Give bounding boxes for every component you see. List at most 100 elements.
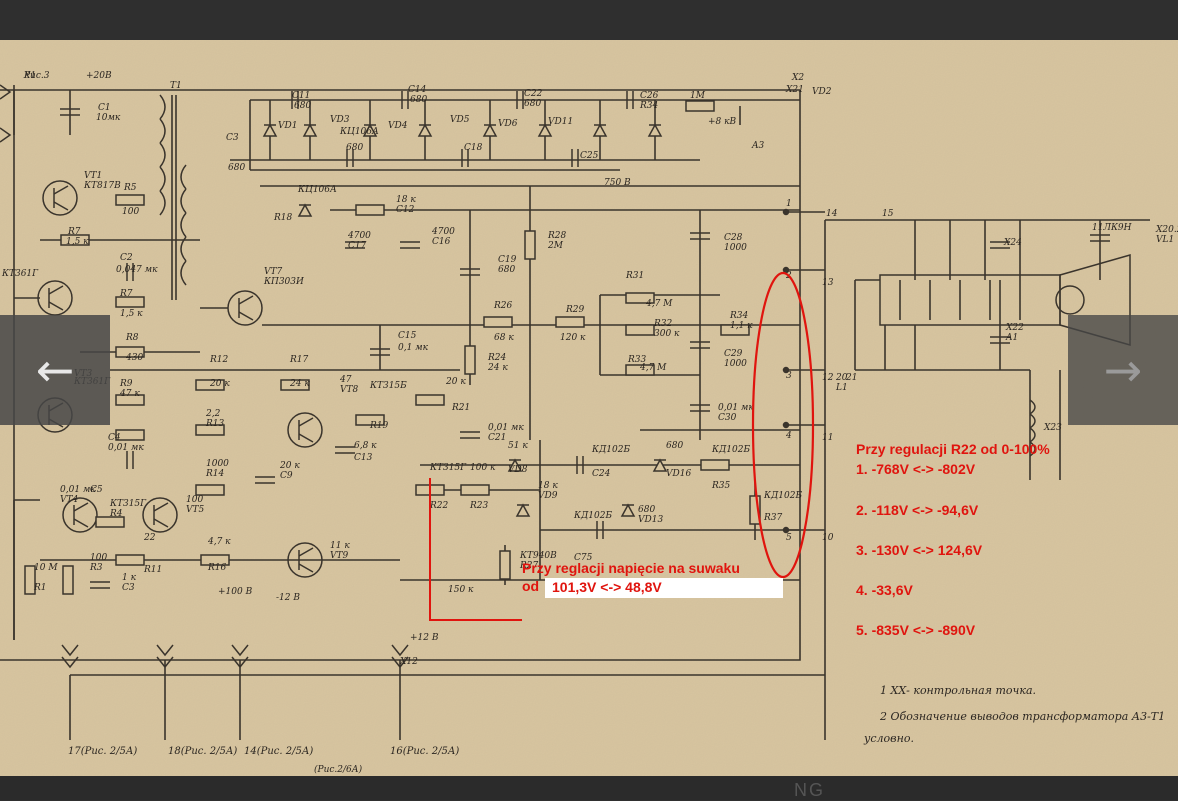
svg-text:6,8 к: 6,8 к — [354, 441, 377, 451]
svg-text:C11: C11 — [292, 91, 310, 101]
svg-text:1,5 к: 1,5 к — [120, 309, 143, 319]
svg-text:VT5: VT5 — [186, 505, 205, 515]
svg-text:14(Рис. 2/5А): 14(Рис. 2/5А) — [244, 746, 313, 757]
slider-annotation-line2: od — [522, 578, 540, 594]
svg-text:C3: C3 — [122, 583, 135, 593]
next-image-button[interactable]: → — [1068, 315, 1178, 425]
svg-text:R8: R8 — [125, 333, 139, 343]
svg-text:0,01 мк: 0,01 мк — [718, 403, 754, 413]
svg-text:C3: C3 — [226, 133, 239, 143]
svg-text:R34: R34 — [639, 101, 659, 111]
svg-text:КТ361Г: КТ361Г — [1, 269, 39, 279]
svg-text:680: 680 — [228, 163, 245, 173]
svg-text:VD4: VD4 — [388, 121, 408, 131]
svg-text:R7: R7 — [119, 289, 133, 299]
svg-text:4: 4 — [785, 431, 792, 441]
svg-text:C13: C13 — [354, 453, 373, 463]
svg-text:КД102Б: КД102Б — [763, 491, 802, 501]
svg-text:17(Рис. 2/5А): 17(Рис. 2/5А) — [68, 746, 137, 757]
svg-text:КТ817В: КТ817В — [83, 181, 121, 191]
svg-text:2,2: 2,2 — [205, 409, 221, 419]
svg-text:C25: C25 — [580, 151, 599, 161]
svg-text:VT1: VT1 — [84, 171, 102, 181]
svg-text:R17: R17 — [289, 355, 309, 365]
svg-text:R19: R19 — [369, 421, 389, 431]
svg-text:R26: R26 — [493, 301, 513, 311]
svg-text:Рис.3: Рис.3 — [23, 71, 50, 81]
previous-image-button[interactable]: ← — [0, 315, 110, 425]
svg-text:X1: X1 — [23, 71, 36, 81]
svg-text:1,5 к: 1,5 к — [66, 237, 89, 247]
svg-text:КП303И: КП303И — [263, 277, 304, 287]
svg-text:R35: R35 — [711, 481, 731, 491]
svg-text:VT4: VT4 — [60, 495, 79, 505]
arrow-left-icon: ← — [35, 343, 75, 397]
svg-text:0,047 мк: 0,047 мк — [116, 265, 158, 275]
watermark: NG — [794, 780, 825, 800]
svg-text:10: 10 — [822, 533, 834, 543]
svg-text:680: 680 — [524, 99, 541, 109]
svg-text:VD13: VD13 — [638, 515, 663, 525]
svg-text:680: 680 — [346, 143, 363, 153]
svg-text:R32: R32 — [653, 319, 673, 329]
svg-text:R31: R31 — [625, 271, 644, 281]
svg-text:10мк: 10мк — [96, 113, 121, 123]
svg-text:1000: 1000 — [724, 243, 747, 253]
svg-text:R4: R4 — [109, 509, 123, 519]
svg-text:-12 В: -12 В — [276, 593, 300, 603]
svg-text:T1: T1 — [170, 81, 182, 91]
svg-text:21: 21 — [845, 373, 857, 383]
svg-text:4,7 М: 4,7 М — [639, 363, 667, 373]
svg-text:4,7 к: 4,7 к — [207, 537, 231, 547]
svg-text:VT7: VT7 — [264, 267, 283, 277]
svg-text:680: 680 — [294, 101, 311, 111]
svg-text:(Рис.2/6А): (Рис.2/6А) — [314, 764, 363, 775]
svg-text:R12: R12 — [209, 355, 229, 365]
svg-text:18 к: 18 к — [538, 481, 558, 491]
svg-text:20 к: 20 к — [279, 461, 300, 471]
reading-2: 2. -118V <-> -94,6V — [856, 502, 979, 518]
svg-text:12: 12 — [822, 373, 834, 383]
svg-text:100 к: 100 к — [470, 463, 496, 473]
svg-text:C30: C30 — [718, 413, 737, 423]
svg-text:0,01 мк: 0,01 мк — [60, 485, 96, 495]
svg-text:C9: C9 — [280, 471, 293, 481]
svg-text:R3: R3 — [89, 563, 103, 573]
svg-text:20: 20 — [835, 373, 848, 383]
svg-text:11 к: 11 к — [330, 541, 350, 551]
svg-text:R16: R16 — [207, 563, 227, 573]
svg-text:15: 15 — [882, 209, 894, 219]
svg-text:C19: C19 — [498, 255, 517, 265]
svg-text:100: 100 — [122, 207, 139, 217]
svg-text:VD3: VD3 — [330, 115, 350, 125]
svg-text:VD11: VD11 — [548, 117, 573, 127]
svg-text:L1: L1 — [835, 383, 848, 393]
svg-text:68 к: 68 к — [494, 333, 514, 343]
svg-text:КД102Б: КД102Б — [591, 445, 630, 455]
svg-text:C15: C15 — [398, 331, 417, 341]
svg-text:C1: C1 — [98, 103, 111, 113]
svg-text:X23: X23 — [1043, 423, 1062, 433]
svg-text:100: 100 — [186, 495, 203, 505]
top-bar — [0, 0, 1178, 40]
svg-text:X12: X12 — [399, 657, 418, 667]
svg-text:VD16: VD16 — [666, 469, 691, 479]
svg-text:X20.2: X20.2 — [1155, 225, 1178, 235]
svg-text:120 к: 120 к — [560, 333, 586, 343]
svg-text:51 к: 51 к — [508, 441, 528, 451]
svg-text:КЦ106А: КЦ106А — [297, 185, 337, 195]
svg-text:R21: R21 — [451, 403, 470, 413]
svg-text:R33: R33 — [627, 355, 647, 365]
highlight-ellipse — [751, 271, 815, 579]
svg-text:20 к: 20 к — [209, 379, 230, 389]
svg-text:680: 680 — [666, 441, 683, 451]
svg-text:22: 22 — [143, 533, 156, 543]
svg-text:VD2: VD2 — [812, 87, 832, 97]
svg-text:C28: C28 — [724, 233, 743, 243]
svg-text:47 к: 47 к — [119, 389, 140, 399]
highlight-wire — [429, 478, 522, 621]
svg-text:24 к: 24 к — [289, 379, 310, 389]
svg-text:+12 В: +12 В — [410, 633, 439, 643]
svg-text:R11: R11 — [143, 565, 162, 575]
svg-text:R23: R23 — [469, 501, 489, 511]
